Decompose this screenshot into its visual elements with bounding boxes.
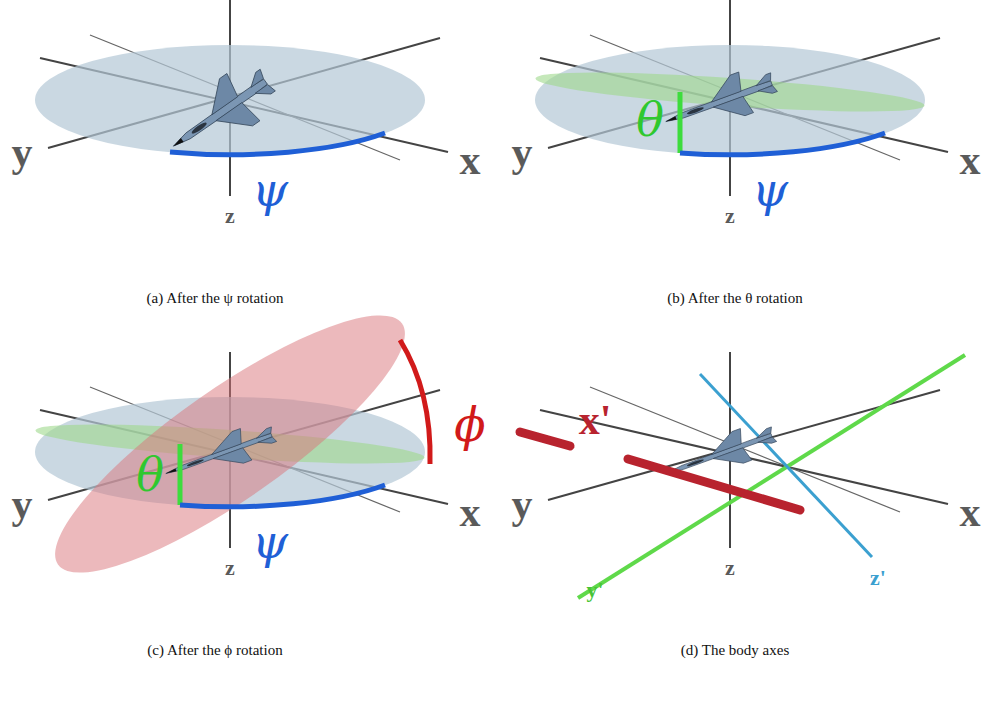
- angle-label: ψ: [252, 519, 288, 565]
- panel-b: [534, 0, 948, 196]
- axis-label: y: [12, 483, 33, 525]
- axis-label: z: [725, 205, 735, 227]
- axis-label: x: [960, 139, 981, 181]
- axis-label: x: [960, 491, 981, 533]
- axis-label: y': [586, 579, 603, 601]
- axis-label: z: [725, 557, 735, 579]
- panel-d: [520, 352, 965, 598]
- caption: (d) The body axes: [681, 643, 789, 658]
- panel-c: [26, 278, 448, 609]
- axis-label: x: [460, 491, 481, 533]
- axis-label: z: [225, 205, 235, 227]
- angle-label: θ: [136, 452, 164, 498]
- caption: (c) After the ϕ rotation: [147, 643, 282, 658]
- panel-a: [35, 0, 448, 196]
- axis-label: x: [460, 139, 481, 181]
- angle-label: ψ: [752, 167, 788, 213]
- angle-label: ψ: [252, 167, 288, 213]
- caption: (a) After the ψ rotation: [147, 291, 284, 306]
- caption: (b) After the θ rotation: [667, 291, 802, 306]
- axis-label: y: [512, 483, 533, 525]
- axis-label: y: [512, 131, 533, 173]
- angle-label: θ: [636, 97, 664, 143]
- axis-label: y: [12, 131, 33, 173]
- axis-label: x': [579, 399, 612, 441]
- axis-label: z: [225, 557, 235, 579]
- angle-label: ϕ: [454, 402, 485, 448]
- axis-label: z': [870, 567, 886, 589]
